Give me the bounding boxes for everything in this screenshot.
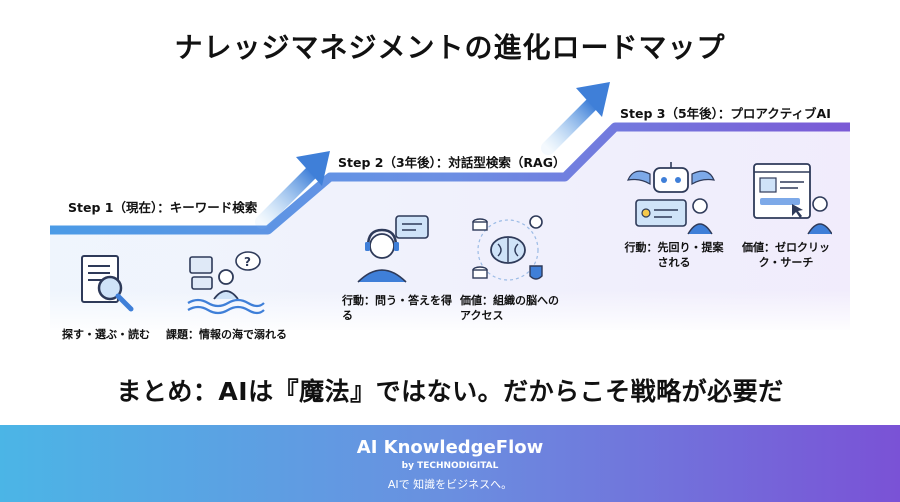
- summary-text: まとめ：AIは『魔法』ではない。だからこそ戦略が必要だ: [116, 377, 784, 406]
- growth-arrow-1: [255, 151, 330, 229]
- brand-name: AI KnowledgeFlow: [356, 437, 544, 458]
- brand-byline: by TECHNODIGITAL: [401, 461, 499, 471]
- brand-tagline: AIで 知識をビジネスへ。: [387, 478, 513, 491]
- step-3-caption-2: 価値：ゼロクリック・サーチ: [742, 241, 830, 269]
- step-2-caption-2: 価値：組織の脳へのアクセス: [460, 294, 559, 322]
- step-1-caption-2: 課題：情報の海で溺れる: [166, 328, 287, 341]
- document-search-icon: [81, 255, 134, 312]
- step-2-label: Step 2（3年後）：対話型検索（RAG）: [338, 155, 566, 170]
- growth-arrow-2: [541, 82, 610, 155]
- robot-assistant-icon: [627, 162, 715, 235]
- step-3-label: Step 3（5年後）：プロアクティブAI: [620, 106, 831, 121]
- brain-network-icon: [472, 215, 543, 281]
- overwhelmed-person-icon: ?: [187, 251, 265, 315]
- step-3-caption-1: 行動：先回り・提案される: [624, 241, 724, 269]
- step-1-caption-1: 探す・選ぶ・読む: [62, 328, 150, 341]
- footer-banner: [0, 425, 900, 502]
- step-1-label: Step 1（現在）：キーワード検索: [68, 200, 258, 215]
- page-title: ナレッジマネジメントの進化ロードマップ: [174, 31, 726, 64]
- svg-text:?: ?: [244, 255, 251, 269]
- step-2-caption-1: 行動：問う・答えを得る: [342, 294, 452, 322]
- headset-support-icon: [357, 215, 429, 283]
- zero-click-screen-icon: [753, 163, 832, 235]
